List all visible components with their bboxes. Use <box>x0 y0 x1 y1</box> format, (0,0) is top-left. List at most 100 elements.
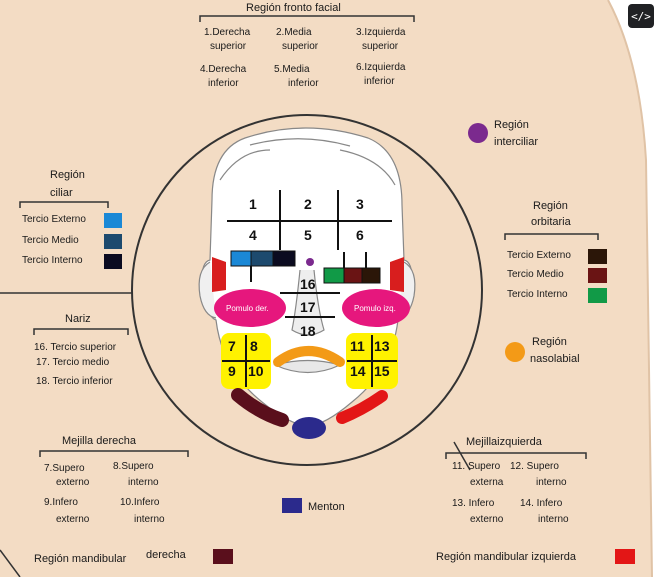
mandibular-izquierda-stroke <box>336 390 388 424</box>
ciliar-item-interno: Tercio Interno <box>22 255 83 266</box>
orbitaria-externo-block <box>361 267 381 284</box>
fronto-list: 1.Derecha superior 2.Media superior 3.Iz… <box>200 27 406 89</box>
face-number: 9 <box>228 363 236 379</box>
orbitaria-interno-swatch <box>588 288 607 303</box>
ciliar-medio-swatch <box>104 234 122 249</box>
mejilla-izquierda-item: externo <box>470 514 504 525</box>
temple-right <box>212 257 226 292</box>
ciliar-medio-block <box>250 250 274 267</box>
face-number: 8 <box>250 338 258 354</box>
background-edge-shadow <box>607 0 653 577</box>
mejilla-izquierda-item: 14. Infero <box>520 498 563 509</box>
fronto-item: superior <box>210 41 247 52</box>
fronto-item: 3.Izquierda <box>356 27 406 38</box>
face-number: 13 <box>374 338 390 354</box>
menton-ellipse <box>292 417 326 439</box>
face-number: 7 <box>228 338 236 354</box>
face-number: 4 <box>249 227 257 243</box>
mejilla-izquierda-item: interno <box>536 477 567 488</box>
code-brackets-icon[interactable]: </> <box>628 4 654 28</box>
mejilla-grid <box>222 335 397 387</box>
face-number: 14 <box>350 363 366 379</box>
mandibular-derecha-swatch <box>213 549 233 564</box>
nasolabial-title-1: Región <box>532 336 567 348</box>
orbitaria-item-externo: Tercio Externo <box>507 250 571 261</box>
ciliar-item-externo: Tercio Externo <box>22 214 86 225</box>
mejilla-izquierda-list: 11. Supero externa 12. Supero interno 13… <box>452 461 569 525</box>
ear-left <box>198 261 217 319</box>
face-number: 3 <box>356 196 364 212</box>
fronto-item: 2.Media <box>276 27 312 38</box>
ciliar-item-medio: Tercio Medio <box>22 235 79 246</box>
face-number: 18 <box>300 323 316 339</box>
fronto-item: superior <box>282 41 319 52</box>
face-number: 6 <box>356 227 364 243</box>
fronto-item: inferior <box>364 76 395 87</box>
mejilla-derecha-item: 8.Supero <box>113 461 154 472</box>
fronto-item: 1.Derecha <box>204 27 251 38</box>
mejilla-derecha-item: externo <box>56 514 90 525</box>
mejilla-izquierda-item: 12. Supero <box>510 461 559 472</box>
forehead-grid <box>227 190 392 250</box>
face-number: 5 <box>304 227 312 243</box>
orbitaria-bracket <box>504 233 599 240</box>
temple-left <box>390 257 404 292</box>
orbitaria-interno-block <box>323 267 345 284</box>
mandibular-izquierda-swatch <box>615 549 635 564</box>
ciliar-title-2: ciliar <box>50 187 73 199</box>
fronto-item: 4.Derecha <box>200 64 247 75</box>
fronto-bracket <box>199 15 415 22</box>
mejilla-derecha-title: Mejilla derecha <box>62 435 137 447</box>
mejilla-derecha-list: 7.Supero externo 8.Supero interno 9.Infe… <box>44 461 165 525</box>
ciliar-title-1: Región <box>50 169 85 181</box>
orbitaria-title-2: orbitaria <box>531 216 572 228</box>
mandibular-derecha-stroke <box>231 388 289 427</box>
orbitaria-medio-block <box>343 267 363 284</box>
mejilla-derecha-item: interno <box>128 477 159 488</box>
nariz-item: 18. Tercio inferior <box>36 376 113 387</box>
mejilla-derecha-item: 10.Infero <box>120 497 160 508</box>
nasolabial-legend-dot <box>505 342 525 362</box>
face-number: 10 <box>248 363 264 379</box>
orbitaria-externo-swatch <box>588 249 607 264</box>
pomulo-der-label: Pomulo der. <box>226 304 269 313</box>
face-number: 1 <box>249 196 257 212</box>
face-number: 17 <box>300 299 316 315</box>
nariz-item: 16. Tercio superior <box>34 342 117 353</box>
pomulo-izq-ellipse <box>342 289 410 327</box>
nasolabial-arc <box>273 346 345 367</box>
mejilla-izquierda-item: interno <box>538 514 569 525</box>
orbitaria-title-1: Región <box>533 200 568 212</box>
ciliar-externo-block <box>230 250 252 267</box>
mejilla-izquierda-item: 11. Supero <box>452 461 501 472</box>
interciliar-title-2: interciliar <box>494 136 538 148</box>
ciliar-interno-block <box>272 250 296 267</box>
mejilla-izquierda-item: 13. Infero <box>452 498 495 509</box>
interciliar-dot <box>306 258 314 266</box>
fronto-item: 5.Media <box>274 64 310 75</box>
mejilla-izquierda-bracket <box>445 452 587 459</box>
mandibular-izquierda-label: Región mandibular izquierda <box>436 551 577 563</box>
orbitaria-item-interno: Tercio Interno <box>507 289 568 300</box>
orbitaria-item-medio: Tercio Medio <box>507 269 564 280</box>
mejilla-derecha-item: externo <box>56 477 90 488</box>
mejilla-derecha-item: interno <box>134 514 165 525</box>
menton-label: Menton <box>308 501 345 513</box>
fronto-item: inferior <box>208 78 239 89</box>
mejilla-derecha-bracket <box>39 450 189 457</box>
face-numbers: 1 2 3 4 5 6 16 17 18 7 8 9 10 11 13 14 1… <box>228 196 390 379</box>
pomulo-izq-label: Pomulo izq. <box>354 304 396 313</box>
eye-ticks <box>250 252 367 282</box>
pomulo-der-ellipse <box>214 289 286 327</box>
mandibular-derecha-label: Región mandibular <box>34 553 127 565</box>
fronto-item: inferior <box>288 78 319 89</box>
mejilla-izquierda-item: externa <box>470 477 504 488</box>
mejilla-derecha-item: 9.Infero <box>44 497 78 508</box>
face-number: 15 <box>374 363 390 379</box>
fronto-item: superior <box>362 41 399 52</box>
nariz-title: Nariz <box>65 313 91 325</box>
nasolabial-title-2: nasolabial <box>530 353 580 365</box>
face-number: 11 <box>350 338 365 354</box>
